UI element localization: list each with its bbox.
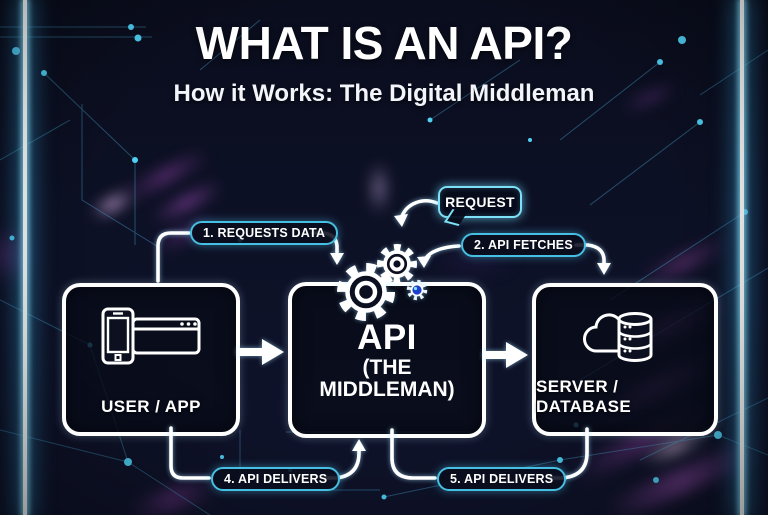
gear-small-icon (377, 244, 417, 284)
request-bubble-label: REQUEST (445, 194, 515, 210)
purple-glow-blob (120, 146, 212, 205)
arrow-api-to-server (483, 342, 528, 368)
server-database-box: SERVER / DATABASE (532, 283, 718, 436)
purple-glow-blob (149, 178, 225, 227)
step4-label-pill: 4. API DELIVERS (211, 467, 341, 491)
cloud-database-icon (583, 312, 653, 362)
step1-label-pill: 1. REQUESTS DATA (190, 221, 339, 245)
arrow-step2-path (424, 244, 461, 260)
server-database-label: SERVER / DATABASE (536, 377, 632, 416)
api-sublabel: (THE MIDDLEMAN) (319, 356, 455, 401)
left-frame-line (23, 0, 27, 515)
purple-glow-blob (602, 438, 758, 515)
right-frame-line (740, 0, 744, 515)
page-title: WHAT IS AN API? (195, 17, 573, 69)
arrow-step1-path (156, 231, 191, 283)
arrow-request-path (400, 199, 439, 218)
arrowhead-down-icon (597, 263, 611, 275)
user-app-box: USER / APP (62, 283, 240, 436)
page-subtitle: How it Works: The Digital Middleman (173, 80, 595, 107)
user-app-label: USER / APP (101, 397, 201, 416)
arrowhead-down-icon (417, 256, 431, 268)
speech-bubble-tail (443, 208, 468, 227)
arrowhead-down-icon (330, 253, 344, 265)
arrowhead-up-icon (352, 439, 366, 451)
smartphone-icon (101, 307, 135, 365)
step2-label-pill: 2. API FETCHES (461, 233, 586, 257)
smartphone-browser-icon (101, 307, 201, 365)
purple-glow-blob (89, 187, 137, 221)
api-middleman-box: API (THE MIDDLEMAN) (288, 282, 486, 438)
database-icon (617, 312, 653, 362)
request-speech-bubble: REQUEST (438, 186, 522, 227)
arrow-user-to-api (237, 339, 284, 365)
purple-glow-blob (126, 473, 220, 515)
arrowhead-down-icon (394, 214, 408, 227)
step5-label-pill: 5. API DELIVERS (437, 467, 567, 491)
api-label: API (357, 317, 417, 357)
purple-glow-blob (372, 162, 386, 214)
